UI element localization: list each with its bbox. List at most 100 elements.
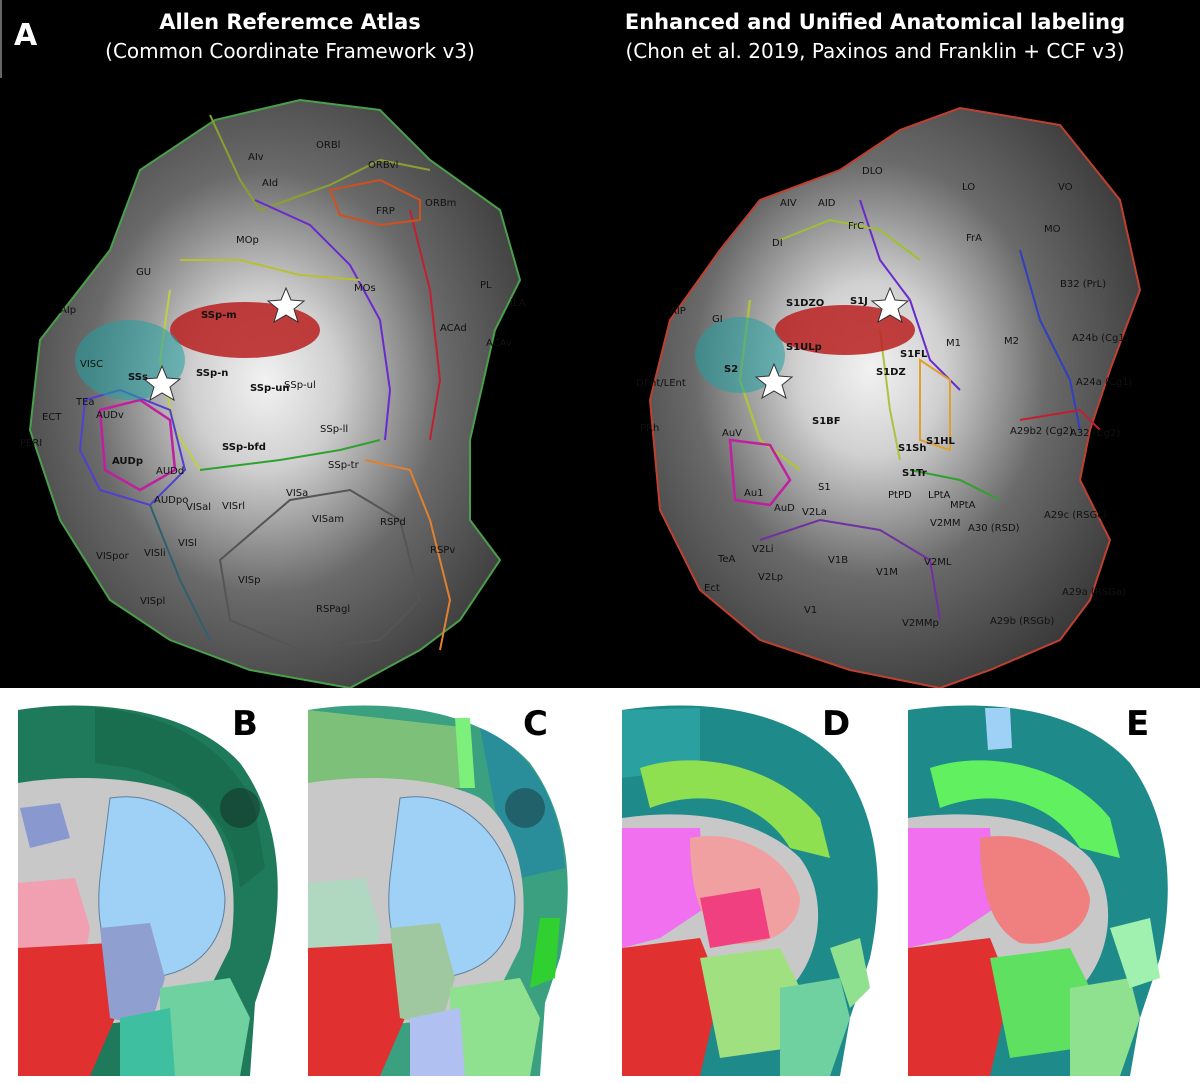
left-region-label: FRP bbox=[376, 206, 395, 217]
left-region-label: ACAv bbox=[486, 338, 512, 349]
section-b bbox=[18, 705, 278, 1076]
left-header: Allen Referemce Atlas (Common Coordinate… bbox=[40, 8, 540, 66]
right-region-label: S1FL bbox=[900, 349, 928, 360]
right-atlas-title: Enhanced and Unified Anatomical labeling bbox=[624, 10, 1126, 34]
right-cyan-cell-cluster bbox=[695, 317, 785, 393]
right-star-ventral bbox=[754, 362, 794, 400]
panel-b-letter: B bbox=[232, 704, 258, 744]
left-region-label: PL bbox=[480, 280, 492, 291]
left-region-label: SSp-ul bbox=[284, 380, 316, 391]
left-region-label: MOs bbox=[354, 283, 376, 294]
panel-a: A Allen Referemce Atlas (Common Coordina… bbox=[0, 0, 1200, 688]
right-region-label: S2 bbox=[724, 364, 738, 375]
right-star-dorsal bbox=[870, 286, 910, 324]
coronal-sections-svg bbox=[18, 705, 1168, 1076]
right-region-label: A32 (Cg2) bbox=[1070, 428, 1120, 439]
right-region-label: S1Sh bbox=[898, 443, 926, 454]
right-region-label: AuD bbox=[774, 503, 795, 514]
left-region-label: SSp-ll bbox=[320, 424, 348, 435]
right-region-label: S1DZ bbox=[876, 367, 906, 378]
left-region-label: VISli bbox=[144, 548, 166, 559]
left-region-label: SSp-n bbox=[196, 368, 228, 379]
right-region-label: LO bbox=[962, 182, 975, 193]
right-region-label: GI bbox=[712, 314, 723, 325]
right-region-label: V2Lp bbox=[758, 572, 783, 583]
left-region-label: VISC bbox=[80, 359, 103, 370]
right-region-label: S1DZO bbox=[786, 298, 824, 309]
left-region-label: VISl bbox=[178, 538, 197, 549]
left-region-label: GU bbox=[136, 267, 151, 278]
right-region-label: V2ML bbox=[924, 557, 952, 568]
right-region-label: AuV bbox=[722, 428, 742, 439]
panel-c-letter: C bbox=[523, 704, 548, 744]
section-e bbox=[908, 705, 1168, 1076]
right-region-label: V1 bbox=[804, 605, 817, 616]
left-region-label: VISrl bbox=[222, 501, 245, 512]
left-region-label: ECT bbox=[42, 412, 62, 423]
panel-d-letter: D bbox=[822, 704, 851, 744]
left-region-label: AUDp bbox=[112, 456, 143, 467]
left-region-label: SSs bbox=[128, 372, 148, 383]
right-region-label: A29b (RSGb) bbox=[990, 616, 1054, 627]
left-atlas-title: Allen Referemce Atlas bbox=[159, 10, 421, 34]
left-region-label: VISpor bbox=[96, 551, 130, 562]
right-region-label: V1M bbox=[876, 567, 898, 578]
right-region-label: V2La bbox=[802, 507, 827, 518]
left-region-label: AUDd bbox=[156, 466, 184, 477]
left-region-label: AIp bbox=[60, 305, 76, 316]
right-region-label: B32 (PrL) bbox=[1060, 279, 1106, 290]
right-region-label: S1BF bbox=[812, 416, 841, 427]
right-region-label: Ect bbox=[704, 583, 720, 594]
left-region-label: PERI bbox=[20, 438, 42, 449]
section-c bbox=[308, 705, 568, 1076]
right-region-label: S1J bbox=[850, 296, 868, 307]
right-region-label: PRh bbox=[640, 423, 659, 434]
panel-a-letter: A bbox=[14, 18, 38, 53]
left-region-label: SSp-tr bbox=[328, 460, 360, 471]
right-region-label: AID bbox=[818, 198, 836, 209]
left-region-label: VISam bbox=[312, 514, 344, 525]
right-region-label: MO bbox=[1044, 224, 1061, 235]
left-brain-outline bbox=[28, 98, 522, 688]
right-region-label: A24a (Cg1) bbox=[1076, 377, 1132, 388]
left-region-label: RSPv bbox=[430, 545, 455, 556]
right-region-label: LPtA bbox=[928, 490, 951, 501]
right-region-label: S1ULp bbox=[786, 342, 822, 353]
right-region-label: AIV bbox=[780, 198, 797, 209]
right-region-label: DLO bbox=[862, 166, 883, 177]
left-region-label: SSp-un bbox=[250, 383, 290, 394]
left-atlas-subtitle: (Common Coordinate Framework v3) bbox=[105, 39, 475, 63]
left-region-label: VISa bbox=[286, 488, 308, 499]
left-region-label: ACAd bbox=[440, 323, 467, 334]
left-region-label: SSp-m bbox=[201, 310, 237, 321]
right-region-label: A29c (RSGc) bbox=[1044, 510, 1107, 521]
right-region-label: S1HL bbox=[926, 436, 956, 447]
right-region-label: TeA bbox=[717, 554, 736, 565]
right-region-label: A24b (Cg1) bbox=[1072, 333, 1129, 344]
right-region-label: FrC bbox=[848, 221, 864, 232]
left-region-label: RSPagl bbox=[316, 604, 350, 615]
left-flatmap bbox=[28, 98, 522, 688]
left-region-label: TEa bbox=[75, 397, 95, 408]
right-region-label: V2MMp bbox=[902, 618, 939, 629]
left-region-label: MOp bbox=[236, 235, 259, 246]
left-red-cell-cluster bbox=[170, 302, 320, 358]
right-region-label: Au1 bbox=[744, 488, 764, 499]
right-region-label: MPtA bbox=[950, 500, 976, 511]
right-brain-outline bbox=[648, 106, 1142, 688]
left-region-label: ORBm bbox=[425, 198, 456, 209]
right-region-label: A29a (RSGa) bbox=[1062, 587, 1126, 598]
right-atlas-subtitle: (Chon et al. 2019, Paxinos and Franklin … bbox=[625, 39, 1125, 63]
section-d bbox=[622, 705, 878, 1076]
right-region-label: V2MM bbox=[930, 518, 960, 529]
right-flatmap bbox=[648, 106, 1142, 688]
left-region-label: AUDv bbox=[96, 410, 124, 421]
left-region-label: RSPd bbox=[380, 517, 406, 528]
left-region-label: ILA bbox=[510, 298, 526, 309]
right-region-label: FrA bbox=[966, 233, 982, 244]
left-region-label: AIv bbox=[248, 152, 264, 163]
left-region-label: ORBvl bbox=[368, 160, 398, 171]
left-region-label: VISp bbox=[238, 575, 261, 586]
